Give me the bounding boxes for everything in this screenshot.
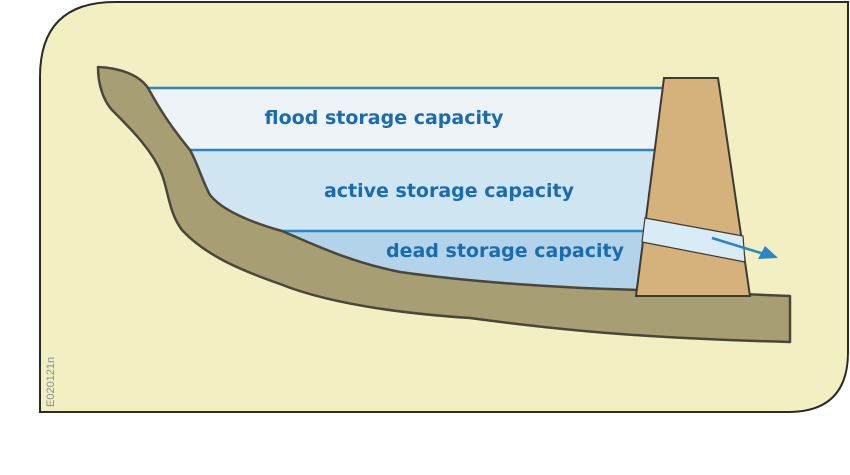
figure-code: E020121n bbox=[45, 357, 57, 407]
panel-border bbox=[39, 1, 849, 413]
outlet-pipe bbox=[641, 217, 746, 263]
dead-storage-zone bbox=[282, 231, 645, 290]
flood-storage-zone bbox=[148, 88, 664, 150]
active-storage-zone bbox=[190, 150, 654, 231]
outflow-arrow-icon bbox=[758, 246, 778, 259]
flood-storage-label: flood storage capacity bbox=[265, 107, 505, 129]
outflow-arrow-shaft bbox=[711, 236, 765, 256]
ground-profile bbox=[96, 65, 792, 344]
dead-storage-label: dead storage capacity bbox=[386, 240, 625, 262]
active-storage-label: active storage capacity bbox=[324, 180, 575, 202]
